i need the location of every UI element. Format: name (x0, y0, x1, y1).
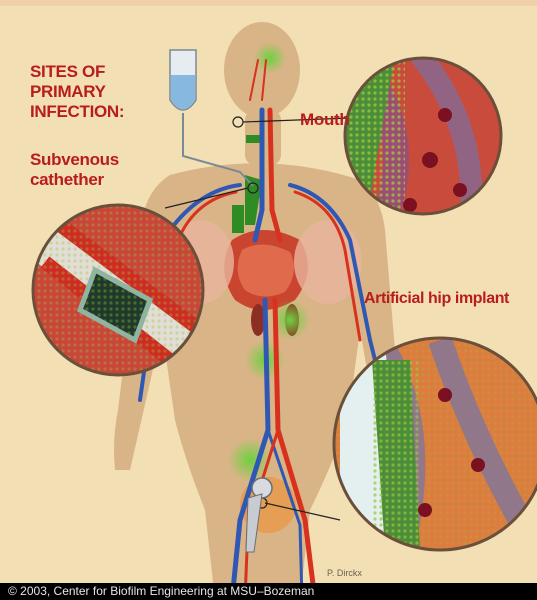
mouth-label: Mouth (300, 110, 349, 130)
hip-implant-label: Artificial hip implant (364, 290, 509, 308)
artist-credit: P. Dirckx (327, 568, 362, 578)
sites-of-infection-title: SITES OF PRIMARY INFECTION: (30, 62, 200, 122)
subvenous-catheter-label: Subvenous cathether (30, 150, 170, 190)
copyright-text: © 2003, Center for Biofilm Engineering a… (8, 584, 314, 598)
copyright-footer: © 2003, Center for Biofilm Engineering a… (0, 583, 537, 600)
